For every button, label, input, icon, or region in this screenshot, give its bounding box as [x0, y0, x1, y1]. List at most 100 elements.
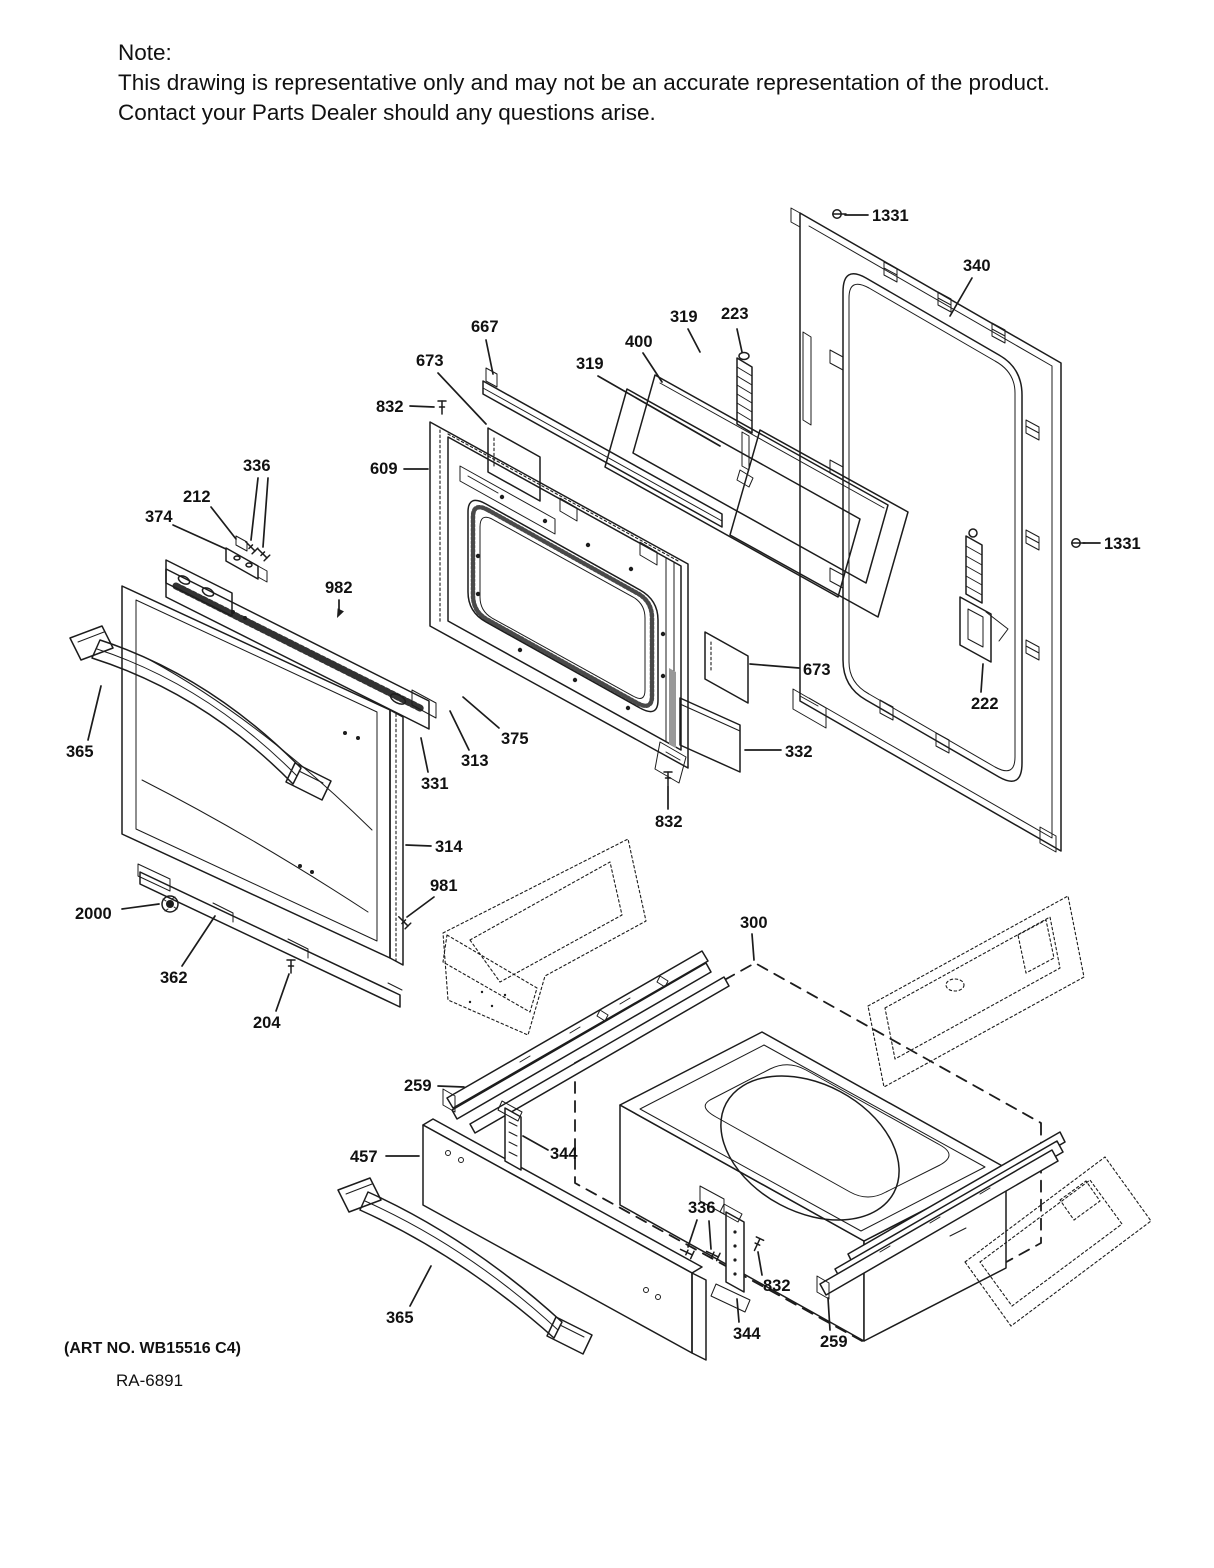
callout-336-upper: 336 [243, 457, 271, 562]
callout-344-lower: 344 [733, 1298, 761, 1343]
pin-marker [705, 1250, 721, 1262]
door-hinge-222 [959, 528, 1009, 663]
callout-331: 331 [420, 737, 449, 793]
leader-line [409, 405, 435, 408]
leader-line [409, 1265, 432, 1307]
arrow-marker [337, 608, 344, 618]
part-number-365: 365 [66, 743, 94, 761]
door-glass-panels-319-400 [604, 374, 909, 618]
callout-204: 204 [253, 959, 296, 1032]
door-panel-332 [679, 697, 741, 773]
part-number-340: 340 [963, 257, 991, 275]
leader-line [449, 710, 470, 751]
part-number-336: 336 [243, 457, 271, 475]
part-number-313: 313 [461, 752, 489, 770]
leader-line [751, 933, 755, 961]
callout-365-upper: 365 [66, 685, 102, 761]
leader-line [87, 685, 102, 741]
screw-marker [1071, 538, 1086, 548]
part-number-222: 222 [971, 695, 999, 713]
part-number-223: 223 [721, 305, 749, 323]
leader-line [437, 372, 487, 425]
leader-line [642, 352, 663, 383]
callout-313: 313 [449, 710, 489, 770]
pin-marker [245, 541, 259, 555]
part-number-1331: 1331 [872, 207, 909, 225]
part-number-374: 374 [145, 508, 173, 526]
part-number-457: 457 [350, 1148, 378, 1166]
door-liner-609 [429, 421, 689, 769]
part-number-259: 259 [820, 1333, 848, 1351]
leader-line [462, 696, 500, 729]
callout-667: 667 [471, 318, 499, 375]
callout-223: 223 [721, 305, 749, 353]
part-number-832: 832 [376, 398, 404, 416]
leader-line [172, 524, 227, 550]
part-number-344: 344 [550, 1145, 578, 1163]
back-panel-bottom-right-dotted [964, 1156, 1152, 1327]
leader-line [485, 339, 494, 375]
callout-400: 400 [625, 333, 663, 383]
door-insulation-673-left [487, 427, 541, 502]
leader-line [687, 328, 701, 353]
leader-line [597, 375, 721, 447]
drawer-handle-365 [337, 1177, 593, 1355]
callout-362: 362 [160, 915, 216, 987]
leader-line [275, 973, 290, 1012]
callout-212: 212 [183, 488, 237, 540]
pin-marker [437, 400, 447, 415]
part-number-832: 832 [763, 1277, 791, 1295]
part-number-319: 319 [576, 355, 604, 373]
leader-line [262, 477, 269, 548]
leader-line [406, 896, 435, 918]
door-inner-panel [447, 436, 687, 784]
callout-344-upper: 344 [522, 1135, 578, 1163]
part-number-336: 336 [688, 1199, 716, 1217]
door-spring-bolt-223 [736, 351, 754, 488]
note-title: Note: [118, 40, 172, 65]
part-number-609: 609 [370, 460, 398, 478]
part-number-362: 362 [160, 969, 188, 987]
leader-line [827, 1297, 831, 1331]
part-number-982: 982 [325, 579, 353, 597]
leader-line [522, 1135, 549, 1151]
part-number-344: 344 [733, 1325, 761, 1343]
drawer-slide-rail-right-259 [816, 1131, 1066, 1300]
part-number-314: 314 [435, 838, 463, 856]
door-insulation-panel-dotted [442, 838, 647, 1036]
callout-832-upper: 832 [376, 398, 447, 416]
door-insulation-673-right [704, 631, 749, 704]
leader-line [181, 915, 216, 967]
part-number-365: 365 [386, 1309, 414, 1327]
note-block: Note: This drawing is representative onl… [118, 38, 1178, 128]
leader-line [736, 1298, 740, 1323]
leader-line [437, 1085, 465, 1088]
part-number-673: 673 [803, 661, 831, 679]
pin-marker [398, 916, 412, 930]
callout-374: 374 [145, 508, 227, 550]
door-grommet-2000 [161, 895, 179, 913]
callout-1331-right: 1331 [1071, 535, 1141, 553]
door-top-trim-982 [165, 559, 437, 730]
pin-marker [257, 548, 271, 562]
drawer-slide-rail-left-259 [442, 950, 730, 1134]
art-number: (ART NO. WB15516 C4) [64, 1340, 241, 1357]
part-number-319: 319 [670, 308, 698, 326]
screw-marker [832, 209, 847, 219]
drawer-bracket-344-upper [497, 1100, 523, 1171]
leader-line [121, 903, 160, 910]
callout-319-left: 319 [576, 355, 721, 447]
callout-981: 981 [398, 877, 458, 930]
part-number-300: 300 [740, 914, 768, 932]
leader-line [749, 663, 800, 669]
part-number-212: 212 [183, 488, 211, 506]
callout-365-lower: 365 [386, 1265, 432, 1327]
door-outer-panel-314 [121, 585, 404, 966]
leader-line [210, 506, 237, 540]
door-bottom-trim-362 [137, 863, 403, 1008]
callout-457: 457 [350, 1148, 420, 1166]
drawing-number: RA-6891 [116, 1371, 184, 1390]
door-back-frame-340 [790, 207, 1062, 853]
